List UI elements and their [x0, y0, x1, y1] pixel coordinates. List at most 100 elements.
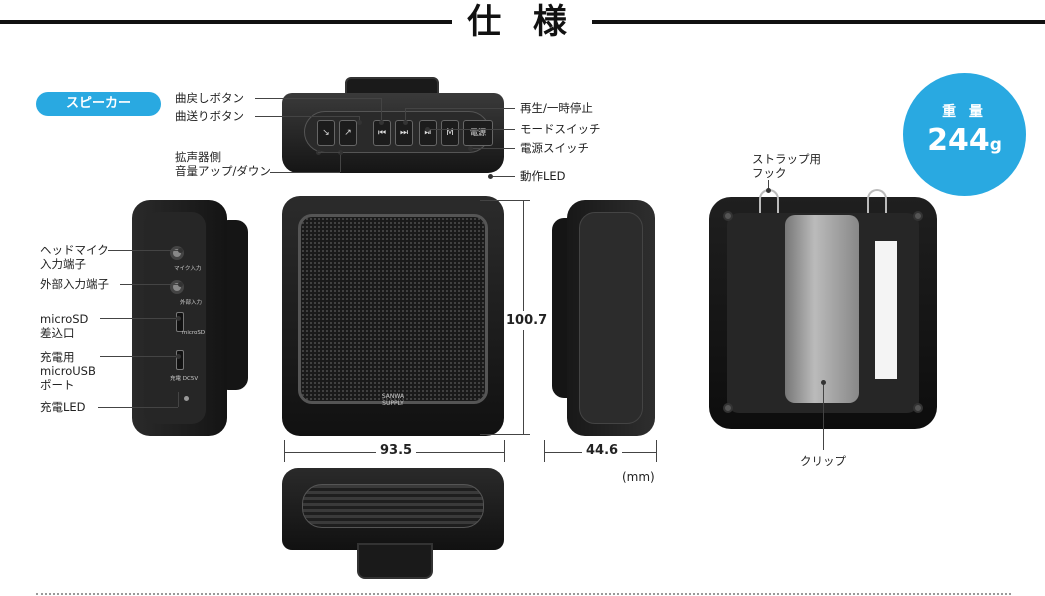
- mode-switch-leader: [427, 129, 515, 130]
- volume-leader: [270, 172, 340, 173]
- usb-port: [176, 350, 184, 370]
- play-pause-leader: [405, 108, 515, 109]
- microsd-print: microSD: [182, 330, 206, 336]
- track-forward-label: 曲送りボタン: [175, 109, 244, 123]
- track-forward-leader-v: [359, 116, 360, 122]
- microsd-label-text: microSD 差込口: [40, 312, 89, 340]
- mode-switch-dot: [425, 127, 430, 132]
- strap-hook-label-text: ストラップ用 フック: [752, 152, 821, 180]
- ext-in-print: 外部入力: [180, 300, 203, 306]
- clip-leader: [823, 382, 824, 450]
- microsd-dot: [176, 316, 181, 321]
- brand-logo: SANWA SUPPLY: [381, 393, 405, 407]
- height-dim-bottom: [480, 434, 530, 435]
- right-side-device: [567, 200, 655, 436]
- usb-leader: [100, 356, 178, 357]
- screw-bl: [723, 403, 733, 413]
- title-rule-right: [592, 20, 1045, 24]
- width-dim-left: [284, 440, 285, 462]
- left-view-clip: [224, 220, 248, 390]
- microsd-slot: [176, 312, 184, 332]
- rating-label: [875, 241, 897, 379]
- usb-label: 充電用 microUSB ポート: [40, 350, 96, 392]
- product-label: スピーカー: [36, 92, 161, 116]
- unit-label: (mm): [622, 470, 655, 484]
- mic-jack-label: ヘッドマイク 入力端子: [40, 243, 109, 271]
- led-dot: [488, 174, 493, 179]
- track-forward-icon: ⏭: [395, 120, 413, 146]
- page-title: 仕 様: [467, 2, 577, 42]
- usb-dot: [176, 354, 181, 359]
- microsd-leader: [100, 318, 178, 319]
- speaker-grille: [298, 214, 488, 404]
- track-forward-leader: [255, 116, 359, 117]
- volume-label: 拡声器側 音量アップ/ダウン: [175, 150, 271, 178]
- volume-dot-2: [338, 150, 343, 155]
- track-back-icon: ⏮: [373, 120, 391, 146]
- weight-value: 244g: [927, 123, 1002, 158]
- charge-led-light: [184, 396, 189, 401]
- mic-jack-leader: [108, 250, 180, 251]
- microsd-label: microSD 差込口: [40, 312, 88, 340]
- button-strip: ↘ ↗ ⏮ ⏭ ⏯ M 電源: [304, 111, 493, 153]
- mode-button: M: [441, 120, 459, 146]
- usb-print: 充電 DC5V: [170, 376, 199, 382]
- power-switch-dot: [468, 146, 473, 151]
- belt-clip: [785, 215, 859, 403]
- mic-jack-print: マイク入力: [174, 266, 202, 272]
- width-value: 93.5: [376, 443, 417, 458]
- charge-led-leader: [98, 407, 178, 408]
- weight-label: 重 量: [942, 104, 987, 120]
- height-value: 100.7: [506, 311, 548, 330]
- volume-leader-h: [318, 152, 340, 153]
- bottom-ridge: [302, 484, 484, 528]
- track-back-leader-v: [381, 98, 382, 122]
- power-switch-leader: [470, 148, 515, 149]
- ext-in-label: 外部入力端子: [40, 277, 109, 291]
- play-pause-label: 再生/一時停止: [520, 101, 593, 115]
- front-view-device: SANWA SUPPLY: [282, 196, 504, 436]
- clip-label: クリップ: [800, 454, 846, 468]
- mic-jack-dot: [178, 248, 183, 253]
- mic-jack-label-text: ヘッドマイク 入力端子: [40, 243, 109, 271]
- volume-leader-v: [340, 152, 341, 172]
- power-button: 電源: [463, 120, 493, 146]
- play-pause-dot: [403, 120, 408, 125]
- charge-led-leader-v: [178, 392, 179, 407]
- strap-hook-leader: [768, 180, 769, 190]
- power-switch-label: 電源スイッチ: [520, 141, 589, 155]
- track-back-label: 曲戻しボタン: [175, 91, 244, 105]
- bottom-view-clip: [357, 543, 433, 579]
- mode-switch-label: モードスイッチ: [520, 122, 601, 136]
- play-pause-leader-v: [405, 108, 406, 122]
- screw-tr: [913, 211, 923, 221]
- track-back-leader: [255, 98, 381, 99]
- screw-br: [913, 403, 923, 413]
- volume-label-text: 拡声器側 音量アップ/ダウン: [175, 150, 271, 178]
- height-dim-top: [480, 200, 530, 201]
- title-rule-left: [0, 20, 452, 24]
- play-pause-icon: ⏯: [419, 120, 437, 146]
- strap-hook-label: ストラップ用 フック: [752, 152, 821, 180]
- volume-down-icon: ↘: [317, 120, 335, 146]
- screw-tl: [723, 211, 733, 221]
- weight-badge: 重 量 244g: [903, 73, 1026, 196]
- led-leader: [490, 176, 515, 177]
- strap-hook-dot: [766, 188, 771, 193]
- led-label: 動作LED: [520, 169, 566, 183]
- track-forward-dot: [357, 120, 362, 125]
- ext-in-leader: [120, 284, 180, 285]
- bottom-view-device: [282, 468, 504, 550]
- usb-label-text: 充電用 microUSB ポート: [40, 350, 96, 392]
- volume-up-icon: ↗: [339, 120, 357, 146]
- charge-led-label: 充電LED: [40, 400, 86, 414]
- ext-in-dot: [178, 282, 183, 287]
- strap-hook-right: [867, 189, 887, 215]
- bottom-divider: [36, 593, 1011, 595]
- clip-dot: [821, 380, 826, 385]
- depth-value: 44.6: [582, 443, 623, 458]
- depth-dim-right: [656, 440, 657, 462]
- depth-dim-left: [544, 440, 545, 462]
- side-pad: [579, 212, 643, 424]
- width-dim-right: [504, 440, 505, 462]
